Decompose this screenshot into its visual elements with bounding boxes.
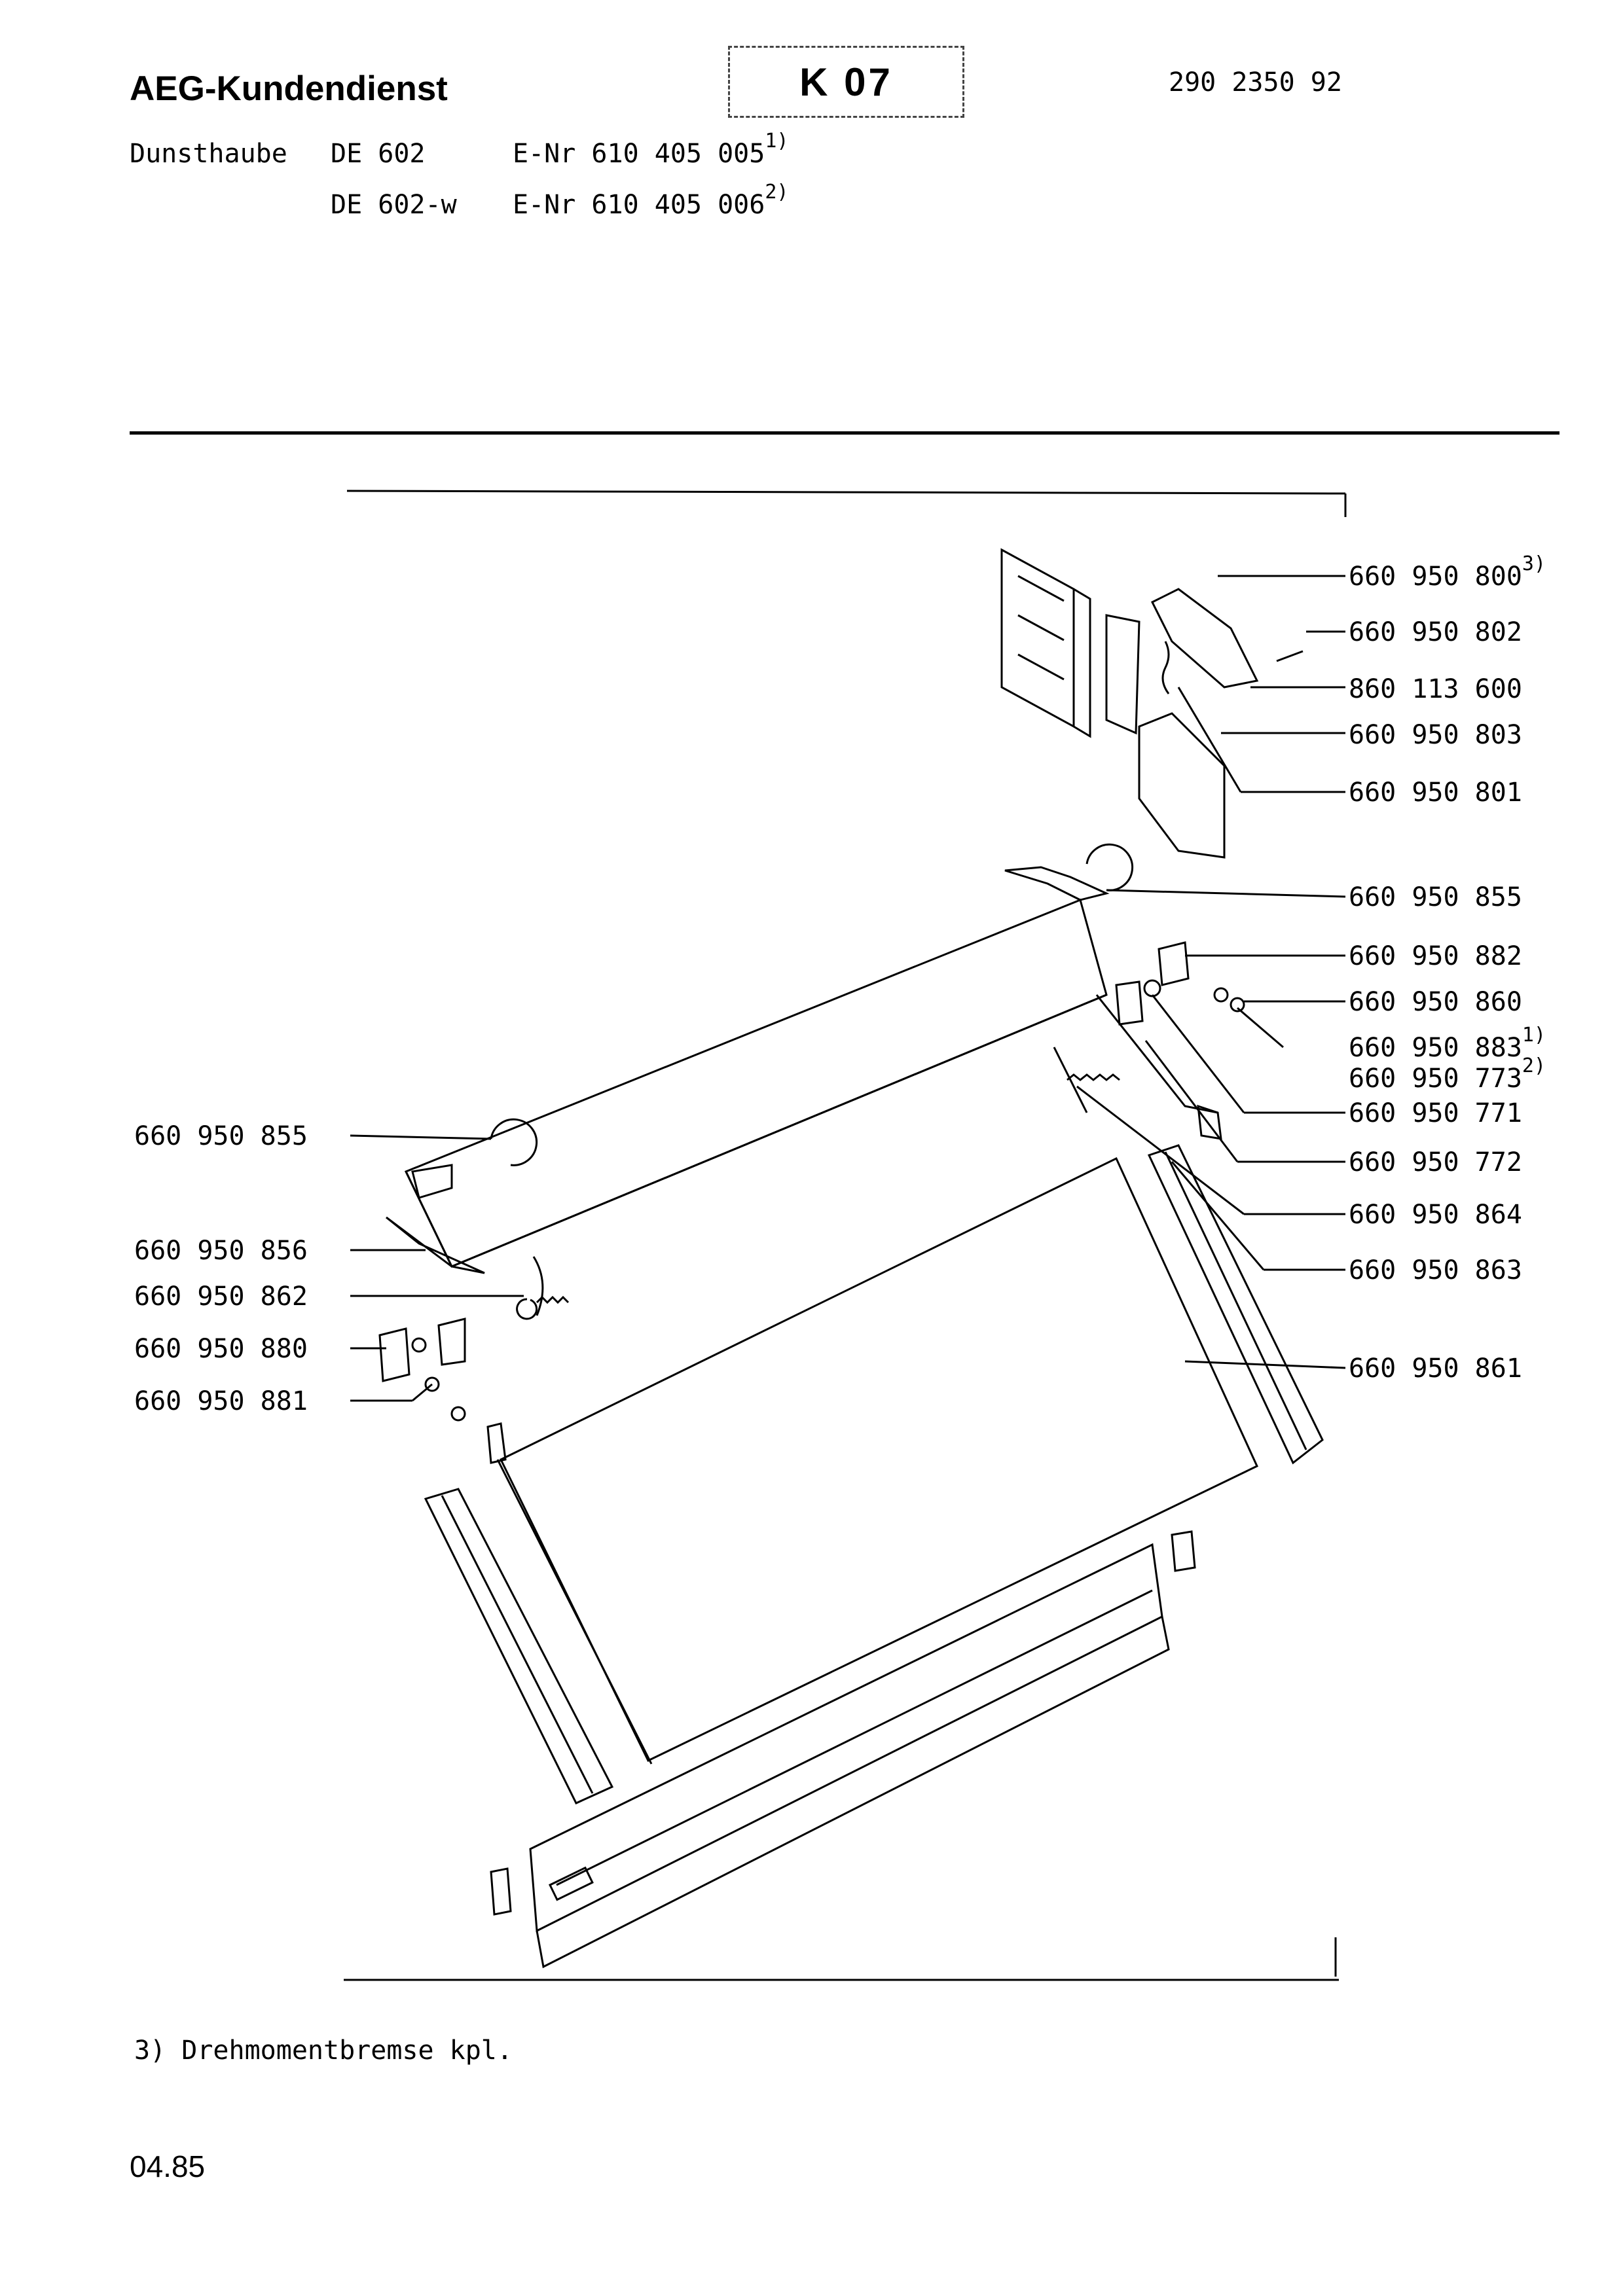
hinge-hardware-right: [1053, 941, 1245, 1140]
leader-863-a: [1171, 1161, 1265, 1270]
upper-rail: [386, 866, 1110, 1274]
part-label-right-6: 660 950 855: [1349, 882, 1522, 912]
part-label-left-4: 660 950 880: [134, 1334, 308, 1364]
part-label-right-1: 660 950 8003): [1349, 552, 1546, 592]
leader-801-a: [1177, 687, 1242, 793]
leader-864-a: [1076, 1085, 1245, 1215]
main-panel: [496, 1157, 1258, 1765]
product-name: Dunsthaube: [130, 139, 287, 169]
side-rail-left: [424, 1488, 614, 1804]
torque-brake-assembly: [1000, 548, 1304, 859]
frame-top-line: [346, 490, 1346, 495]
footnote: 3) Drehmomentbremse kpl.: [134, 2036, 513, 2066]
brand-title: AEG-Kundendienst: [130, 69, 448, 108]
part-label-right-9: 660 950 8831): [1349, 1024, 1546, 1063]
part-label-right-12: 660 950 772: [1349, 1147, 1522, 1177]
part-label-right-8: 660 950 860: [1349, 987, 1522, 1017]
model-row-1-model: DE 602: [331, 139, 426, 169]
sheet-code-box: K 07: [728, 46, 964, 118]
clip-lower-left: [490, 1867, 512, 1916]
part-label-right-15: 660 950 861: [1349, 1354, 1522, 1384]
leader-855-right: [1106, 889, 1346, 898]
part-label-right-7: 660 950 882: [1349, 941, 1522, 971]
model-row-2-model: DE 602-w: [331, 190, 457, 220]
model-row-2-enr: E-Nr 610 405 0062): [513, 181, 789, 220]
clip-upper-left: [486, 1422, 507, 1464]
header-divider: [130, 431, 1559, 435]
part-label-right-14: 660 950 863: [1349, 1255, 1522, 1285]
part-label-left-2: 660 950 856: [134, 1236, 308, 1266]
part-label-left-3: 660 950 862: [134, 1282, 308, 1312]
side-rail-right: [1147, 1144, 1324, 1465]
spring-left: [536, 1295, 570, 1304]
front-bezel: [529, 1543, 1170, 1969]
part-label-right-5: 660 950 801: [1349, 778, 1522, 808]
leader-883: [1237, 1007, 1284, 1049]
part-label-right-13: 660 950 864: [1349, 1200, 1522, 1230]
leader-861: [1184, 1360, 1346, 1369]
clamp-ring-left: [490, 1118, 538, 1166]
model-row-1-enr: E-Nr 610 405 0051): [513, 130, 789, 169]
hinge-hardware-left: [378, 1256, 544, 1422]
revision-date: 04.85: [130, 2149, 206, 2183]
part-label-left-1: 660 950 855: [134, 1121, 308, 1151]
part-label-right-10: 660 950 7732): [1349, 1054, 1546, 1094]
leader-772-a: [1144, 1040, 1239, 1162]
part-label-right-2: 660 950 802: [1349, 617, 1522, 647]
part-label-right-4: 660 950 803: [1349, 720, 1522, 750]
spring-right: [1067, 1073, 1120, 1081]
clamp-ring-right: [1085, 843, 1134, 891]
leader-855-left: [350, 1134, 492, 1140]
clip-right: [1171, 1530, 1196, 1572]
part-label-right-3: 860 113 600: [1349, 674, 1522, 704]
leader-771-a: [1151, 994, 1245, 1113]
leader-881-b: [412, 1383, 433, 1402]
document-number: 290 2350 92: [1169, 67, 1342, 98]
part-label-left-5: 660 950 881: [134, 1386, 308, 1416]
part-label-right-11: 660 950 771: [1349, 1098, 1522, 1128]
